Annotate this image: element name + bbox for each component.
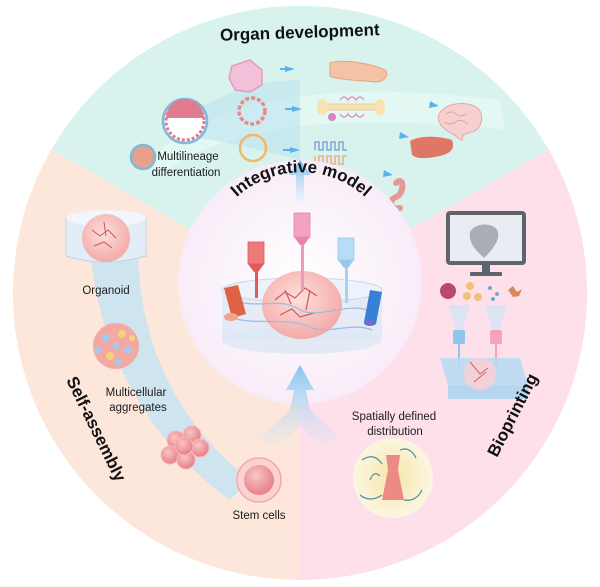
arrow-to-integrative-model [258,365,342,445]
spatial-distribution-illustration [353,438,433,518]
villi-structure [314,141,347,165]
computer-monitor-icon [446,211,526,276]
endoderm-ring [238,133,268,163]
arrow-to-organ-development [289,160,311,203]
self-assembly-band [89,210,250,500]
bioink-components [440,282,522,301]
print-nozzles [448,305,507,366]
label-multilineage-line2: differentiation [152,167,221,179]
mesoderm-ring [237,96,267,126]
ectoderm-shape [228,59,263,93]
label-stem-cells: Stem cells [232,510,285,522]
nozzle-blue [337,237,355,303]
printed-construct [440,358,528,399]
sector-organ-development [51,5,549,294]
vein-vessel [364,290,382,326]
artery-vessel [224,285,246,321]
neural-tube [329,60,388,83]
label-spatially-defined: Spatially defined [352,411,436,423]
blastocyst-cell [161,97,209,145]
cell-cluster [160,425,210,470]
nozzle-red [247,241,265,298]
organoid-illustration [65,210,147,263]
brain-organ [437,103,483,141]
flow-arrows [280,66,439,177]
liver-organ [410,136,454,159]
label-multicellular: Multicellular [106,387,167,399]
zygote-cell [129,143,157,171]
label-distribution: distribution [367,426,423,438]
stem-cell [236,457,282,503]
integrative-model-illustration [221,212,383,354]
multicellular-aggregate [93,323,139,369]
bone-structure [317,96,385,121]
label-aggregates: aggregates [109,402,167,414]
nozzle-pink [293,212,311,290]
label-multilineage-line1: Multilineage [157,151,218,163]
label-organoid: Organoid [82,285,129,297]
